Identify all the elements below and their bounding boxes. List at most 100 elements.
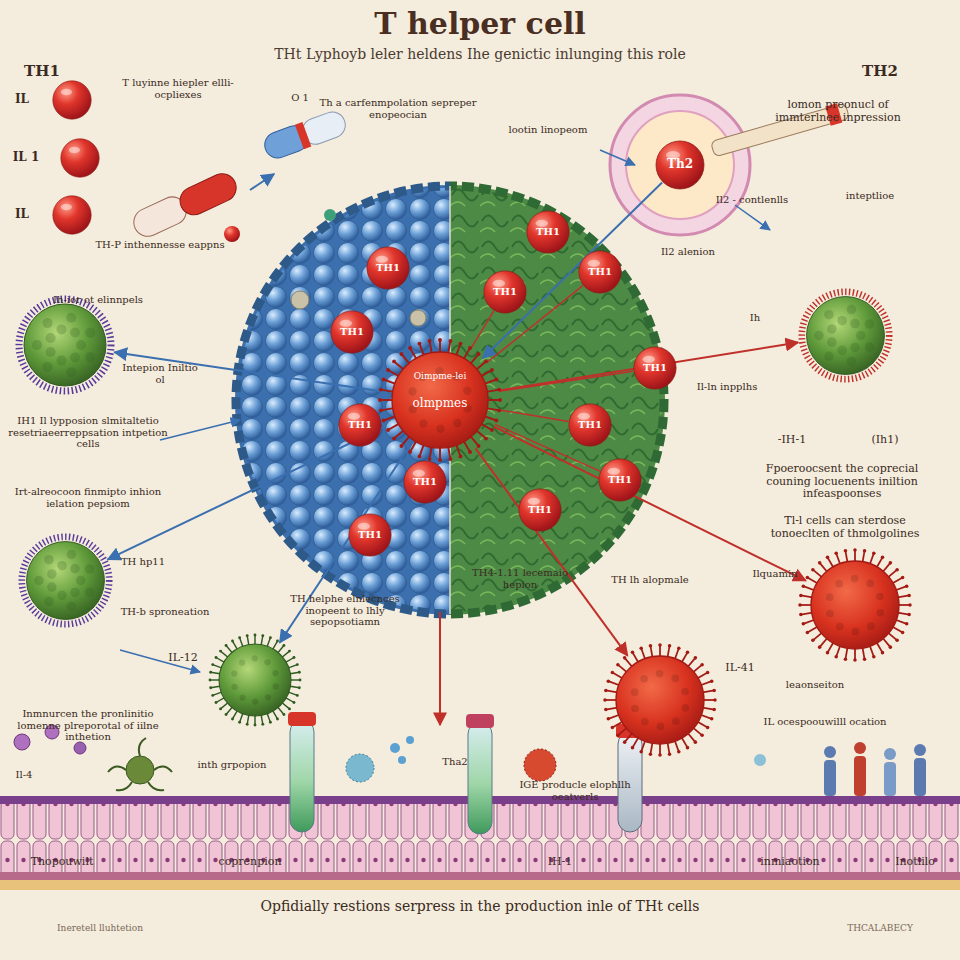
spike-tip — [649, 752, 653, 756]
node-text: IL 1 — [6, 151, 46, 165]
cell-ball: IL — [52, 195, 92, 235]
cell-texture — [826, 610, 834, 618]
cell-outline — [210, 635, 300, 725]
cell-highlight — [528, 498, 540, 505]
bubble — [74, 742, 86, 754]
spike-tip — [246, 634, 249, 637]
spike-tip — [468, 450, 472, 454]
cell-body — [26, 541, 104, 619]
cell-highlight — [578, 413, 590, 420]
spike-tip — [901, 576, 905, 580]
spike-tip — [834, 552, 838, 556]
cell-texture — [836, 623, 844, 631]
cell-highlight — [61, 89, 72, 95]
leader-arrow — [600, 150, 635, 165]
cell-texture — [85, 328, 95, 338]
spike-tip — [853, 658, 857, 662]
spike-tip — [269, 636, 272, 639]
cell-texture — [851, 575, 859, 583]
grey-bubble — [410, 310, 426, 326]
person-body — [854, 756, 866, 796]
spike-tip — [254, 724, 257, 727]
spike-tip — [299, 679, 302, 682]
cell-texture — [57, 590, 67, 600]
node-text: IL — [5, 208, 39, 222]
sphere-edge — [450, 186, 664, 614]
cell-texture — [84, 564, 94, 574]
bubble — [398, 756, 406, 764]
spike-tip — [863, 549, 867, 553]
spike-tip — [853, 548, 857, 552]
cell-body — [579, 251, 621, 293]
cell-texture — [56, 356, 66, 366]
spike-tip — [378, 398, 382, 402]
cell-body — [339, 404, 381, 446]
green-cell: TH hp11 — [18, 533, 113, 628]
spike-tip — [677, 647, 681, 651]
cell-fringe — [801, 291, 888, 378]
spike-tip — [881, 556, 885, 560]
cell-highlight — [376, 256, 388, 263]
cell-texture — [239, 660, 245, 666]
cell-texture — [239, 695, 245, 701]
label-text: IH-1 — [530, 856, 590, 869]
cell-body — [24, 304, 106, 386]
cell-texture — [265, 694, 271, 700]
spike-tip — [288, 707, 291, 710]
spike-tip — [246, 723, 249, 726]
cell-highlight — [358, 523, 370, 530]
cell-outline — [800, 550, 910, 660]
cell-texture — [231, 684, 237, 690]
spike-tip — [806, 631, 810, 635]
cell-texture — [827, 337, 837, 347]
cell-texture — [852, 628, 860, 636]
cell-texture — [672, 717, 680, 725]
spike-tip — [649, 644, 653, 648]
cell-texture — [76, 340, 86, 350]
spike-tip — [607, 679, 611, 683]
node-text: Th2 — [658, 158, 702, 172]
test-tube — [468, 722, 492, 834]
spike-tip — [282, 644, 285, 647]
cell-texture — [864, 319, 874, 329]
cell-texture — [657, 723, 665, 731]
cell-ball: Th2 — [655, 140, 705, 190]
label-text: lootin linopeom — [503, 124, 593, 136]
cell-body — [519, 489, 561, 531]
spike-tip — [895, 568, 899, 572]
node-text: TH hp11 — [111, 556, 175, 568]
node-text: TH1 — [405, 476, 445, 488]
label-text: inteptlioe — [830, 190, 910, 202]
tendril-connector — [499, 410, 568, 422]
cell-texture — [824, 309, 834, 319]
spike-tip — [907, 594, 911, 598]
cell-body — [53, 196, 91, 234]
spike-tip — [907, 613, 911, 617]
cell-fringe — [21, 536, 108, 623]
leader-arrow — [735, 205, 770, 230]
cell-texture — [656, 670, 664, 678]
cell-ball: TH1 — [403, 460, 447, 504]
cell-highlight — [61, 204, 72, 210]
spike-tip — [438, 458, 442, 462]
spike-tip — [706, 726, 710, 730]
tendril-connector — [499, 371, 633, 391]
spike-tip — [881, 651, 885, 655]
cell-fringe — [19, 299, 111, 391]
spike-tip — [686, 746, 690, 750]
node-text: Il-ln inpplhs — [682, 381, 772, 393]
spike-tip — [225, 713, 228, 716]
spike-tip — [611, 671, 615, 675]
cell-highlight — [413, 470, 425, 477]
cell-body — [806, 296, 884, 374]
cell-texture — [463, 387, 471, 395]
label-text: Inotlilo — [875, 856, 955, 869]
spiky-cell: IL-41 — [605, 645, 715, 755]
cell-texture — [640, 675, 648, 683]
green-cell: Intepion Iniltio ol — [15, 295, 115, 395]
cell-texture — [46, 347, 56, 357]
cell-texture — [837, 345, 847, 355]
spike-tip — [712, 689, 716, 693]
spike-tip — [616, 663, 620, 667]
